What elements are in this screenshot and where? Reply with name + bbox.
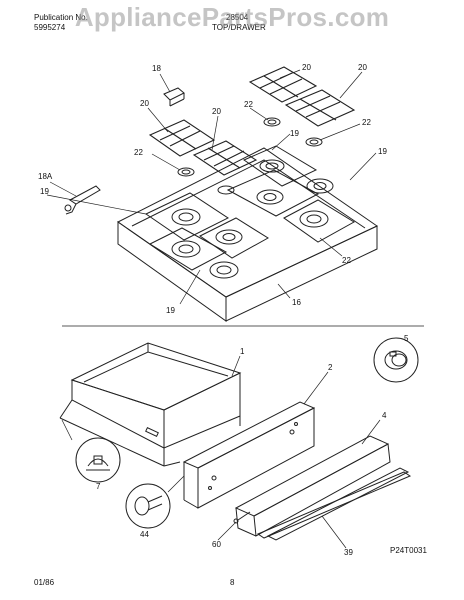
rings — [177, 117, 323, 195]
diagram-code: P24T0031 — [390, 546, 427, 555]
cooktop-body — [117, 147, 378, 322]
bracket-part — [64, 185, 101, 215]
publication-label: Publication No. — [34, 13, 88, 22]
trim-strip — [256, 471, 412, 539]
detail-circles — [75, 337, 419, 529]
callout-22-c: 22 — [134, 148, 143, 157]
page-number: 8 — [230, 578, 235, 587]
section-title: TOP/DRAWER — [212, 23, 266, 32]
callout-22-b: 22 — [362, 118, 371, 127]
drawer-front-panel — [182, 401, 316, 509]
callout-20-c: 20 — [140, 99, 149, 108]
callout-5: 5 — [404, 334, 409, 343]
drawer-box — [59, 342, 242, 467]
leader-lines-top — [46, 69, 377, 305]
callout-20-a: 20 — [302, 63, 311, 72]
callout-20-b: 20 — [358, 63, 367, 72]
callout-1: 1 — [240, 347, 245, 356]
igniter-part — [163, 87, 185, 107]
screw-detail — [233, 511, 251, 524]
grates — [148, 66, 356, 176]
callout-16: 16 — [292, 298, 301, 307]
callout-19-a: 19 — [290, 129, 299, 138]
leader-lines-drawer — [61, 355, 381, 549]
knob-detail — [384, 350, 408, 370]
burner-pans — [145, 145, 355, 271]
model-number: 28504 — [226, 13, 249, 22]
callout-4: 4 — [382, 411, 387, 420]
callout-19-d: 19 — [166, 306, 175, 315]
burners — [171, 159, 334, 279]
callout-39: 39 — [344, 548, 353, 557]
publication-number: 5995274 — [34, 23, 66, 32]
callout-2: 2 — [328, 363, 333, 372]
callout-22-a: 22 — [244, 100, 253, 109]
callout-22-d: 22 — [342, 256, 351, 265]
callout-19-c: 19 — [40, 187, 49, 196]
callout-19-b: 19 — [378, 147, 387, 156]
watermark: AppliancePartsPros.com — [74, 2, 390, 32]
callout-44: 44 — [140, 530, 149, 539]
callout-60: 60 — [212, 540, 221, 549]
footer-date: 01/86 — [34, 578, 55, 587]
callout-20-d: 20 — [212, 107, 221, 116]
clip-detail — [86, 455, 110, 471]
roller-detail — [134, 495, 163, 516]
callout-18a: 18A — [38, 172, 53, 181]
callout-7: 7 — [96, 482, 101, 491]
callout-18: 18 — [152, 64, 161, 73]
